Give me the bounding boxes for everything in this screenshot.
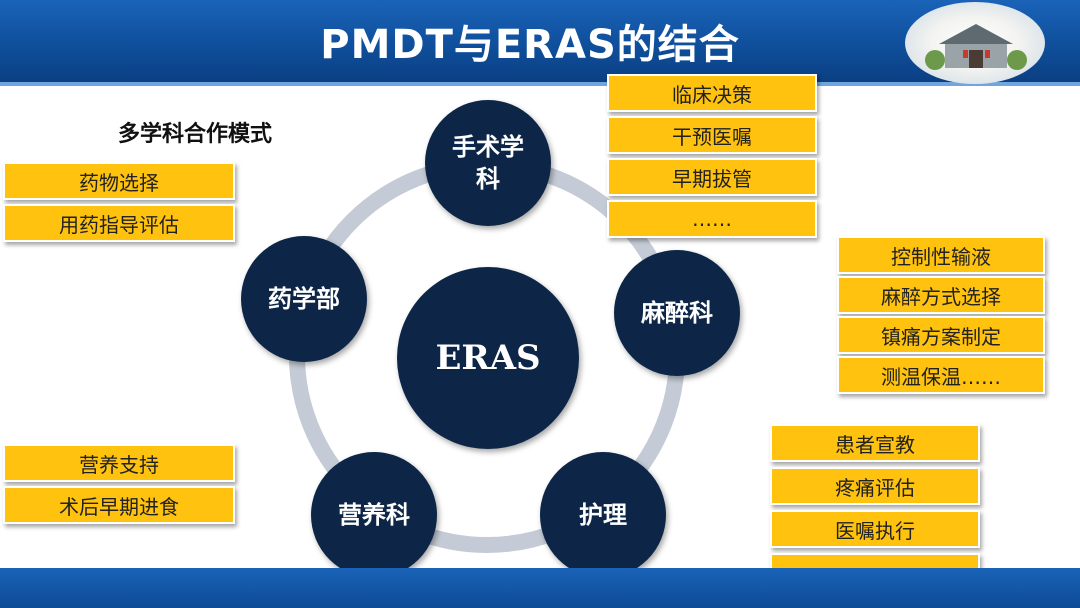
node-pharmacy: 药学部 — [241, 236, 367, 362]
nursing-box-1: 患者宣教 — [770, 424, 980, 462]
header-bar — [0, 0, 1080, 82]
node-surgery-label-line1: 手术学 — [452, 133, 524, 161]
anesthesia-box-4: 测温保温…… — [837, 356, 1045, 394]
nursing-box-3: 医嘱执行 — [770, 510, 980, 548]
anesthesia-box-1: 控制性输液 — [837, 236, 1045, 274]
nursing-box-2: 疼痛评估 — [770, 467, 980, 505]
surgery-box-3: 早期拔管 — [607, 158, 817, 196]
nutrition-box-1: 营养支持 — [3, 444, 235, 482]
pharmacy-box-2: 用药指导评估 — [3, 204, 235, 242]
node-nutrition-label: 营养科 — [338, 501, 410, 529]
node-nursing-label: 护理 — [579, 501, 627, 529]
node-surgery-label-line2: 科 — [476, 165, 500, 193]
anesthesia-box-3: 镇痛方案制定 — [837, 316, 1045, 354]
anesthesia-box-2: 麻醉方式选择 — [837, 276, 1045, 314]
node-anesthesia-label: 麻醉科 — [641, 299, 713, 327]
node-nutrition: 营养科 — [311, 452, 437, 578]
surgery-box-1: 临床决策 — [607, 74, 817, 112]
node-anesthesia: 麻醉科 — [614, 250, 740, 376]
page-title: PMDT与ERAS的结合 — [320, 22, 740, 68]
surgery-box-2: 干预医嘱 — [607, 116, 817, 154]
campus-logo-image — [905, 2, 1045, 84]
header-divider — [0, 82, 1080, 86]
mode-title: 多学科合作模式 — [118, 121, 273, 147]
center-node-eras: ERAS — [397, 267, 579, 449]
node-nursing: 护理 — [540, 452, 666, 578]
nutrition-box-2: 术后早期进食 — [3, 486, 235, 524]
node-surgery: 手术学 科 — [425, 100, 551, 226]
surgery-box-4: …… — [607, 200, 817, 238]
center-node-label: ERAS — [435, 338, 541, 378]
pharmacy-box-1: 药物选择 — [3, 162, 235, 200]
node-pharmacy-label: 药学部 — [268, 285, 340, 313]
footer-bar — [0, 568, 1080, 608]
